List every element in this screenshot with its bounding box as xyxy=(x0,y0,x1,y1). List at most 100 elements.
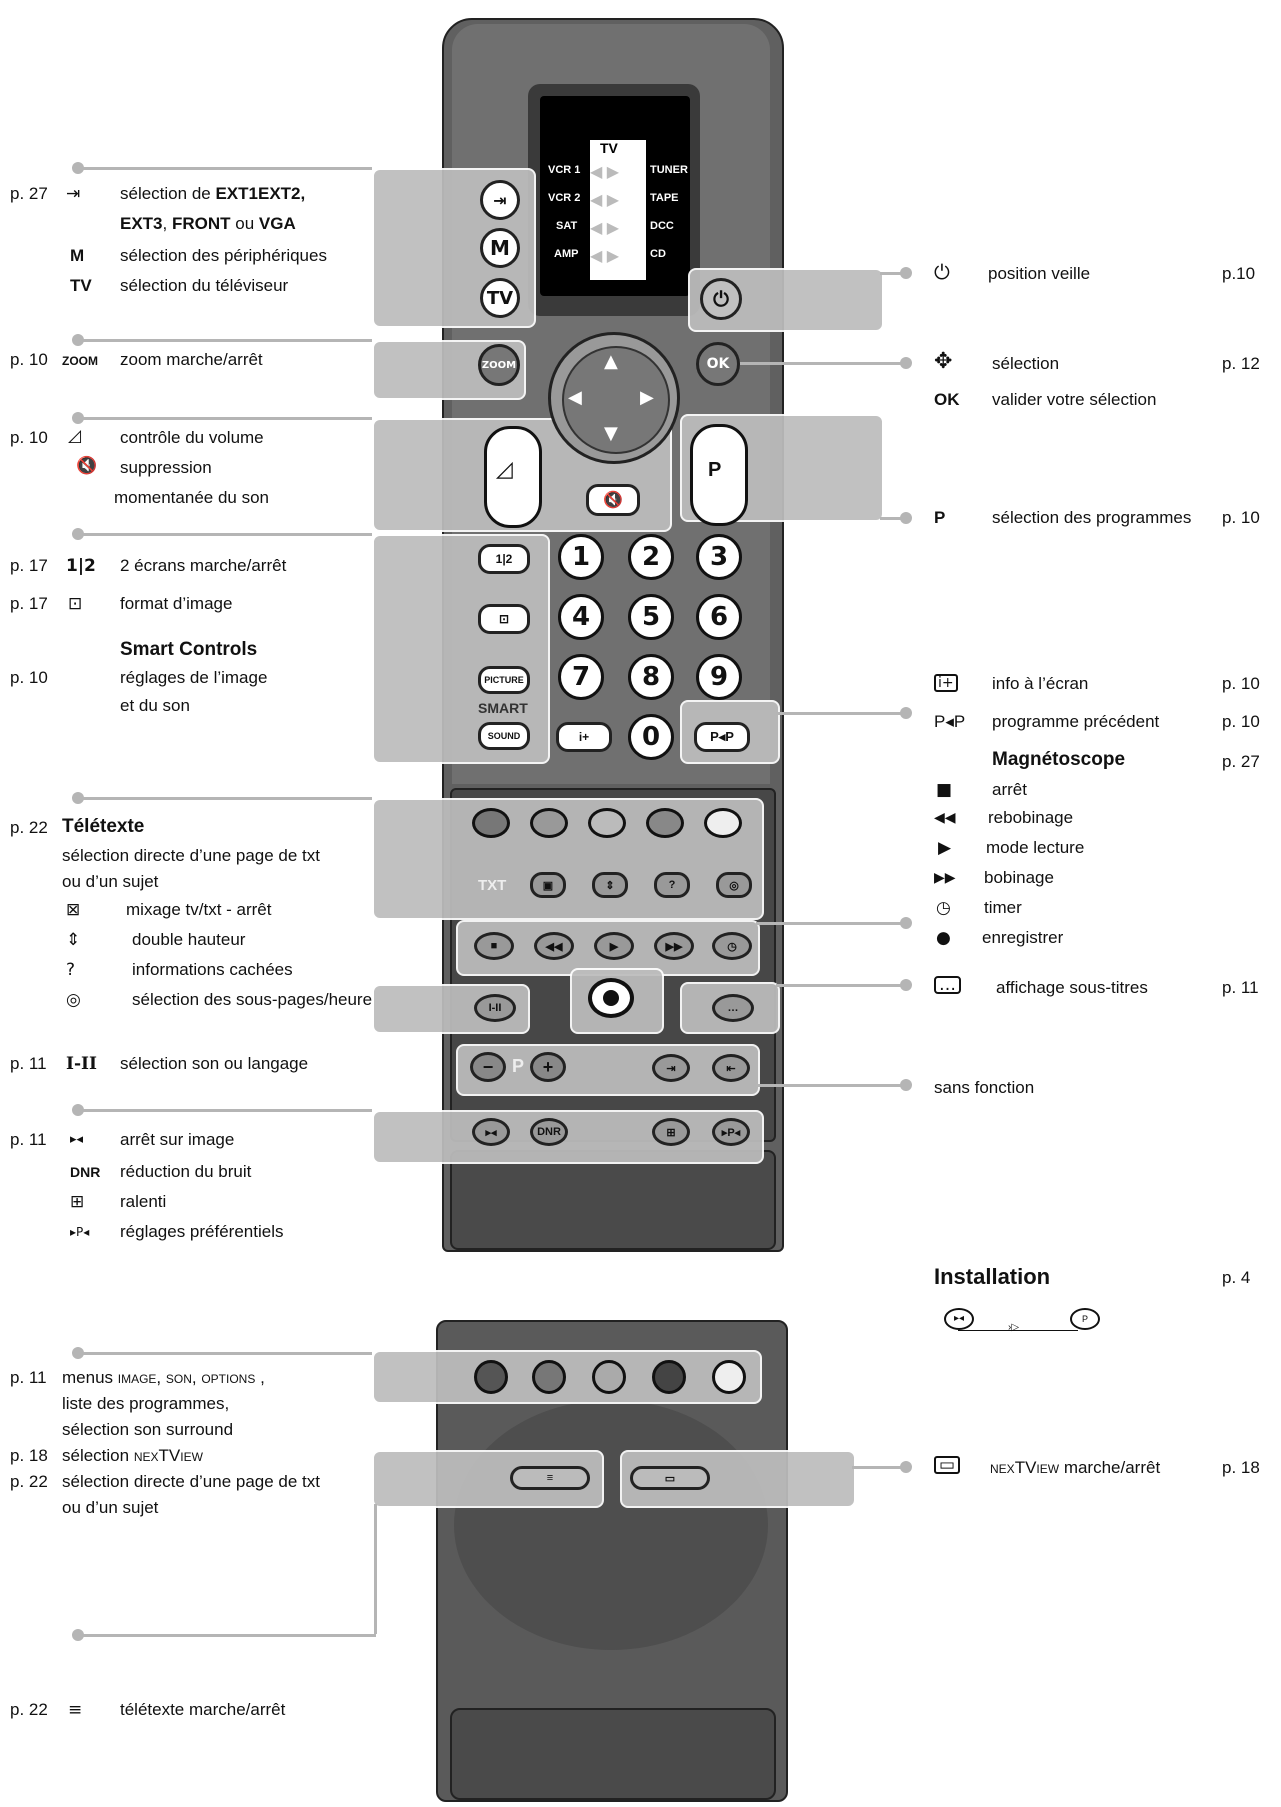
standby-button[interactable]: ⏻ xyxy=(700,278,742,320)
digit-0[interactable]: 0 xyxy=(628,714,674,760)
zoom-button[interactable]: ZOOM xyxy=(478,344,520,386)
cursor-pad[interactable] xyxy=(562,346,670,454)
menus-text-3: sélection son surround xyxy=(62,1420,234,1439)
tv-button[interactable]: TV xyxy=(480,278,520,318)
digit-5[interactable]: 5 xyxy=(628,594,674,640)
ok-key: OK xyxy=(934,390,960,409)
ok-button[interactable]: OK xyxy=(696,342,740,386)
double-height-button[interactable]: ⇕ xyxy=(592,872,628,898)
nextview-page: p. 18 xyxy=(1222,1458,1260,1477)
digit-3[interactable]: 3 xyxy=(696,534,742,580)
cursor-left-icon[interactable]: ◀ xyxy=(568,387,582,408)
format-icon: ⊡ xyxy=(68,594,83,614)
stop-icon: ■ xyxy=(936,780,953,800)
vcr-title: Magnétoscope xyxy=(992,749,1126,770)
mute-text: suppression xyxy=(120,458,212,477)
prog-text: sélection des programmes xyxy=(992,508,1192,527)
dnr-button[interactable]: DNR xyxy=(530,1118,568,1146)
picture-button[interactable]: PICTURE xyxy=(478,666,530,694)
p-minus-button[interactable]: − xyxy=(470,1052,506,1082)
digit-1[interactable]: 1 xyxy=(558,534,604,580)
play-button[interactable]: ▶ xyxy=(594,932,634,960)
mute-button[interactable]: 🔇 xyxy=(586,484,640,516)
ttx-text: télétexte marche/arrêt xyxy=(120,1700,286,1719)
sound-button[interactable]: SOUND xyxy=(478,722,530,750)
m-button[interactable]: M xyxy=(480,228,520,268)
subpage-button[interactable]: ◎ xyxy=(716,872,752,898)
digit-8[interactable]: 8 xyxy=(628,654,674,700)
lcd-right-4: CD xyxy=(650,248,666,260)
mix-button[interactable]: ▣ xyxy=(530,872,566,898)
hidden-text: informations cachées xyxy=(132,960,293,979)
teletext-toggle-button[interactable]: ≡ xyxy=(510,1466,590,1490)
lower-remote: ≡ ▭ xyxy=(0,1310,1281,1807)
nextview-button[interactable]: ▭ xyxy=(630,1466,710,1490)
digit-6[interactable]: 6 xyxy=(696,594,742,640)
subtitles-text: affichage sous-titres xyxy=(996,978,1148,997)
record-button[interactable] xyxy=(588,978,634,1018)
color-key-1[interactable] xyxy=(472,808,510,838)
no-function-button-2[interactable]: ⇤ xyxy=(712,1054,750,1082)
program-rocker[interactable] xyxy=(690,424,748,526)
dual-screen-button[interactable]: 1|2 xyxy=(478,544,530,574)
digit-4[interactable]: 4 xyxy=(558,594,604,640)
cursor-icon: ✥ xyxy=(934,349,953,374)
slowmo-button[interactable]: ⊞ xyxy=(652,1118,690,1146)
format-button[interactable]: ⊡ xyxy=(478,604,530,634)
lower-color-key-4[interactable] xyxy=(652,1360,686,1394)
color-key-3[interactable] xyxy=(588,808,626,838)
digit-9[interactable]: 9 xyxy=(696,654,742,700)
format-page: p. 17 xyxy=(10,594,48,613)
cursor-up-icon[interactable]: ▲ xyxy=(604,351,618,372)
timer-button[interactable]: ◷ xyxy=(712,932,752,960)
digit-2[interactable]: 2 xyxy=(628,534,674,580)
cursor-right-icon[interactable]: ▶ xyxy=(640,387,654,408)
color-key-5[interactable] xyxy=(704,808,742,838)
slowmo-icon: ⊞ xyxy=(70,1192,85,1212)
subtitle-icon: … xyxy=(934,976,961,994)
volume-text: contrôle du volume xyxy=(120,428,264,447)
info-button[interactable]: i+ xyxy=(556,722,612,752)
info-text: info à l’écran xyxy=(992,674,1089,693)
subtitle-button[interactable]: … xyxy=(712,994,754,1022)
teletext-text-2: ou d’un sujet xyxy=(62,872,159,891)
prev-program-button[interactable]: P◂P xyxy=(694,722,750,752)
reveal-button[interactable]: ? xyxy=(654,872,690,898)
volume-rocker[interactable] xyxy=(484,426,542,528)
no-function-button-1[interactable]: ⇥ xyxy=(652,1054,690,1082)
panel-teletext xyxy=(372,798,764,920)
freeze-button[interactable]: ▸◂ xyxy=(472,1118,510,1146)
ffwd-icon: ▶▶ xyxy=(934,870,956,886)
source-button[interactable]: ⇥ xyxy=(480,180,520,220)
color-key-4[interactable] xyxy=(646,808,684,838)
lower-color-key-5[interactable] xyxy=(712,1360,746,1394)
ttx-page: p. 22 xyxy=(10,1700,48,1719)
ext-line1: sélection de EXT1EXT2, xyxy=(120,184,306,203)
lower-remote-oval xyxy=(454,1400,768,1650)
p-plus-button[interactable]: + xyxy=(530,1052,566,1082)
panel-lower-ttx xyxy=(372,1450,604,1508)
digit-7[interactable]: 7 xyxy=(558,654,604,700)
color-key-2[interactable] xyxy=(530,808,568,838)
preference-button[interactable]: ▸P◂ xyxy=(712,1118,750,1146)
lower-color-key-3[interactable] xyxy=(592,1360,626,1394)
reveal-icon: ? xyxy=(66,960,76,980)
install-sequence-icon: ▸◂ ›▷ P xyxy=(944,1308,1104,1348)
lcd-right-2: TAPE xyxy=(650,192,679,204)
slow-text: ralenti xyxy=(120,1192,167,1211)
rewind-button[interactable]: ◀◀ xyxy=(534,932,574,960)
teletext-icon: ≡ xyxy=(68,1700,83,1720)
prev-text: programme précédent xyxy=(992,712,1160,731)
menus-text-2: liste des programmes, xyxy=(62,1394,230,1413)
prev-page: p. 10 xyxy=(1222,712,1260,731)
freeze-text: arrêt sur image xyxy=(120,1130,235,1149)
ffwd-button[interactable]: ▶▶ xyxy=(654,932,694,960)
sound-mode-button[interactable]: I-II xyxy=(474,994,516,1022)
lower-color-key-2[interactable] xyxy=(532,1360,566,1394)
lower-color-key-1[interactable] xyxy=(474,1360,508,1394)
cursor-down-icon[interactable]: ▼ xyxy=(604,423,618,444)
standby-text: position veille xyxy=(988,264,1091,283)
menus-text-5: sélection directe d’une page de txt xyxy=(62,1472,321,1491)
stop-button[interactable]: ■ xyxy=(474,932,514,960)
mix-icon: ⊠ xyxy=(66,900,81,920)
